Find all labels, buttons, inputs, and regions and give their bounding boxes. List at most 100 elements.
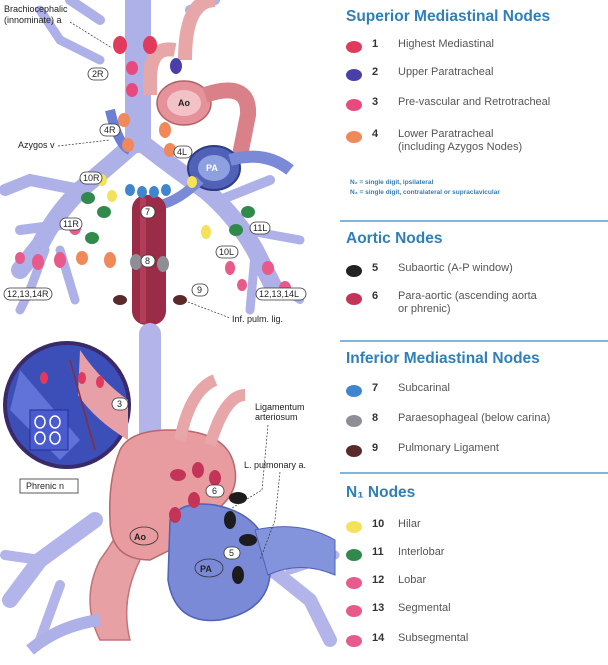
legend-label: Subsegmental bbox=[398, 632, 468, 645]
node-9 bbox=[113, 295, 127, 305]
tag-3: 3 bbox=[117, 399, 122, 409]
section-divider bbox=[340, 472, 608, 474]
node-swatch-icon bbox=[346, 293, 362, 305]
legend-label: Paraesophageal (below carina) bbox=[398, 412, 550, 425]
legend-item-12: 12 Lobar bbox=[340, 574, 608, 596]
node-6 bbox=[169, 507, 181, 523]
node-5 bbox=[229, 492, 247, 504]
tag-7: 7 bbox=[145, 207, 150, 217]
tag-6: 6 bbox=[212, 486, 217, 496]
magnified-inset bbox=[5, 343, 129, 467]
tag-10l: 10L bbox=[219, 247, 234, 257]
legend-number: 6 bbox=[372, 290, 378, 302]
legend-label: Upper Paratracheal bbox=[398, 66, 493, 79]
node-swatch-icon bbox=[346, 577, 362, 589]
tag-10r: 10R bbox=[83, 173, 100, 183]
legend-item-5: 5 Subaortic (A-P window) bbox=[340, 262, 608, 284]
node-swatch-icon bbox=[346, 415, 362, 427]
section-divider bbox=[340, 340, 608, 342]
legend-item-6: 6 Para-aortic (ascending aorta or phreni… bbox=[340, 290, 608, 322]
node-swatch-icon bbox=[346, 265, 362, 277]
node-7 bbox=[125, 184, 135, 196]
section-title-aortic: Aortic Nodes bbox=[346, 230, 442, 248]
node-swatch-icon bbox=[346, 41, 362, 53]
node-swatch-icon bbox=[346, 131, 362, 143]
label-phrenic: Phrenic n bbox=[26, 481, 64, 491]
node-10r bbox=[107, 190, 117, 202]
tag-2r: 2R bbox=[92, 69, 104, 79]
node-7 bbox=[161, 184, 171, 196]
tag-4l: 4L bbox=[177, 147, 187, 157]
node-swatch-icon bbox=[346, 445, 362, 457]
section-title-inferior: Inferior Mediastinal Nodes bbox=[346, 350, 540, 368]
node-swatch-icon bbox=[346, 521, 362, 533]
legend-number: 13 bbox=[372, 602, 384, 614]
legend-item-8: 8 Paraesophageal (below carina) bbox=[340, 412, 608, 434]
node-6 bbox=[170, 469, 186, 481]
legend-label: Highest Mediastinal bbox=[398, 38, 494, 51]
node-12l bbox=[237, 279, 247, 291]
tag-5: 5 bbox=[229, 548, 234, 558]
legend-item-2: 2 Upper Paratracheal bbox=[340, 66, 608, 88]
node-12l bbox=[262, 261, 274, 275]
node-6 bbox=[209, 470, 221, 486]
legend-item-4: 4 Lower Paratracheal (including Azygos N… bbox=[340, 128, 608, 160]
node-swatch-icon bbox=[346, 69, 362, 81]
label-pa-bottom: PA bbox=[200, 564, 212, 574]
tag-12l: 12,13,14L bbox=[259, 289, 299, 299]
legend-item-1: 1 Highest Mediastinal bbox=[340, 38, 608, 60]
legend-number: 14 bbox=[372, 632, 384, 644]
section-title-n1: N₁ Nodes bbox=[346, 484, 415, 502]
node-8 bbox=[157, 256, 169, 272]
node-7 bbox=[149, 186, 159, 198]
legend-item-10: 10 Hilar bbox=[340, 518, 608, 540]
tag-8: 8 bbox=[145, 256, 150, 266]
label-ligamentum: Ligamentum arteriosum bbox=[255, 402, 307, 422]
legend-item-11: 11 Interlobar bbox=[340, 546, 608, 568]
legend-label: Para-aortic (ascending aorta or phrenic) bbox=[398, 290, 537, 316]
node-10l bbox=[201, 225, 211, 239]
legend-number: 5 bbox=[372, 262, 378, 274]
label-int-pulm-lig: Inf. pulm. lig. bbox=[232, 314, 283, 324]
node-swatch-icon bbox=[346, 635, 362, 647]
node-12l bbox=[225, 261, 235, 275]
legend-item-9: 9 Pulmonary Ligament bbox=[340, 442, 608, 464]
legend-number: 3 bbox=[372, 96, 378, 108]
label-ao-top: Ao bbox=[178, 98, 190, 108]
legend-item-7: 7 Subcarinal bbox=[340, 382, 608, 404]
node-7 bbox=[137, 186, 147, 198]
node-12r bbox=[32, 254, 44, 270]
node-swatch-icon bbox=[346, 99, 362, 111]
mediastinal-anatomy-figure: Brachiocephalic (innominate) a Azygos v … bbox=[0, 0, 340, 665]
n-stage-note: N₂ = single digit, ipsilateral N₃ = sing… bbox=[350, 178, 500, 198]
node-12r bbox=[54, 252, 66, 268]
node-6 bbox=[188, 492, 200, 508]
node-9 bbox=[173, 295, 187, 305]
section-divider bbox=[340, 220, 608, 222]
node-11l bbox=[241, 206, 255, 218]
node-11r bbox=[97, 206, 111, 218]
legend-number: 1 bbox=[372, 38, 378, 50]
node-11r bbox=[81, 192, 95, 204]
section-title-superior: Superior Mediastinal Nodes bbox=[346, 8, 550, 26]
legend-label: Subcarinal bbox=[398, 382, 450, 395]
tag-9: 9 bbox=[197, 285, 202, 295]
node-5 bbox=[232, 566, 244, 584]
legend-number: 9 bbox=[372, 442, 378, 454]
node-4l bbox=[159, 122, 171, 138]
node-5 bbox=[224, 511, 236, 529]
label-l-pulmonary: L. pulmonary a. bbox=[244, 460, 306, 470]
node-2r bbox=[126, 61, 138, 75]
tag-12r: 12,13,14R bbox=[7, 289, 49, 299]
legend-item-3: 3 Pre-vascular and Retrotracheal bbox=[340, 96, 608, 118]
legend-label: Segmental bbox=[398, 602, 451, 615]
node-10l bbox=[187, 176, 197, 188]
legend-item-14: 14 Subsegmental bbox=[340, 632, 608, 654]
node-5 bbox=[239, 534, 257, 546]
legend-number: 4 bbox=[372, 128, 378, 140]
node-12r bbox=[15, 252, 25, 264]
legend-label: Pre-vascular and Retrotracheal bbox=[398, 96, 550, 109]
node-3 bbox=[126, 83, 138, 97]
legend-number: 2 bbox=[372, 66, 378, 78]
legend-label: Pulmonary Ligament bbox=[398, 442, 499, 455]
